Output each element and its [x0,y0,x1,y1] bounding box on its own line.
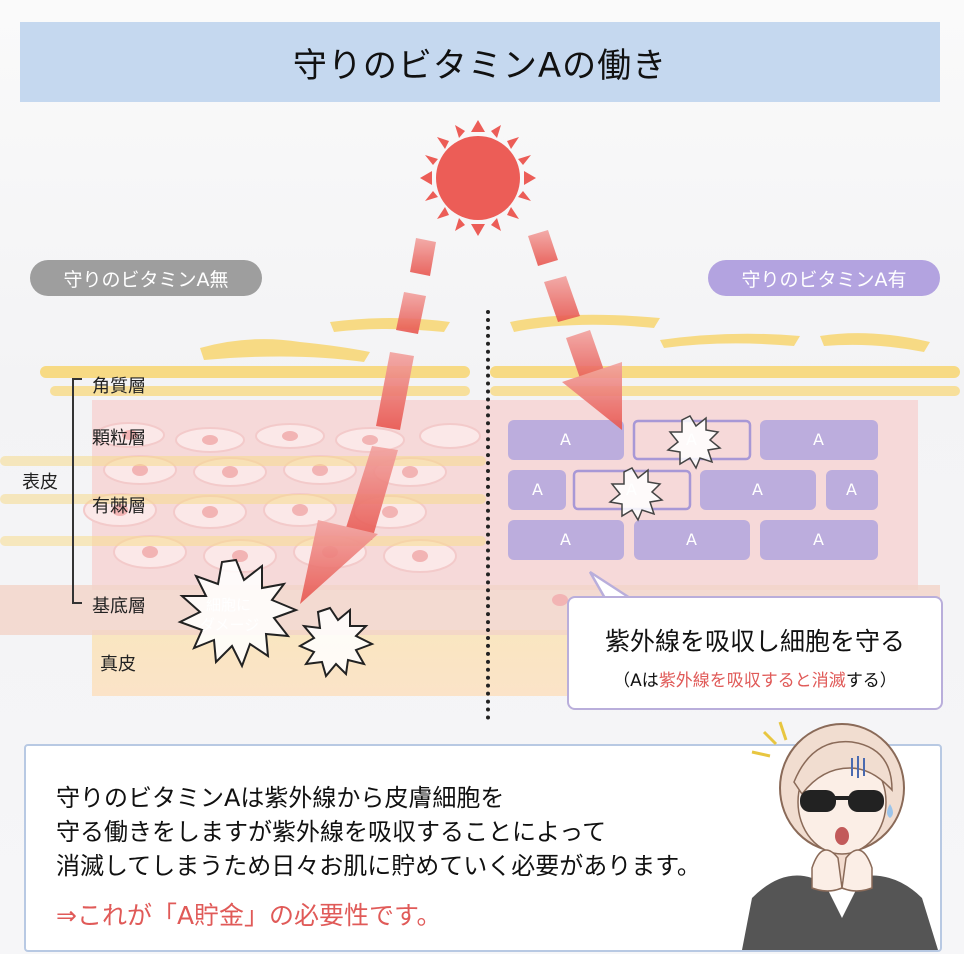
vitamin-a-letter: A [813,430,824,449]
stratum-corneum-bars [40,315,960,396]
stratum-corneum-label: 角質層 [92,372,146,398]
explanation-conclusion: ⇒これが「A貯金」の必要性です。 [56,896,442,932]
vitamin-a-letter: A [686,530,697,549]
stratum-spinosum-label: 有棘層 [92,492,146,518]
damage-text-1: 細胞に [206,594,251,615]
shock-lines-icon [752,722,786,756]
comparison-divider [486,310,490,720]
explanation-line-1: 守りのビタミンAは紫外線から皮膚細胞を [56,778,504,813]
damage-text-2: ダメージ [200,614,259,635]
callout-sub-text: （Aは紫外線を吸収すると消滅する） [569,666,941,691]
vitamin-a-letter: A [626,480,637,499]
callout-main-text: 紫外線を吸収し細胞を守る [569,622,941,658]
vitamin-a-letter: A [813,530,824,549]
sun-icon [420,120,536,236]
vitamin-a-letter: A [752,480,763,499]
without-vitamin-a-label: 守りのビタミンA無 [30,260,262,296]
with-vitamin-a-label: 守りのビタミンA有 [708,260,940,296]
callout-sub-emphasis: 紫外線を吸収すると消滅 [659,671,846,691]
surprised-person-illustration [742,718,942,950]
callout-box: 紫外線を吸収し細胞を守る （Aは紫外線を吸収すると消滅する） [567,596,943,710]
vitamin-a-letter: A [560,530,571,549]
epidermis-bracket [72,378,82,604]
callout-sub-suffix: する） [846,671,897,691]
dermis-label: 真皮 [100,650,136,676]
vitamin-a-letter: A [560,430,571,449]
explanation-line-3: 消滅してしまうため日々お肌に貯めていく必要があります。 [56,846,701,881]
vitamin-a-letter: A [686,430,697,449]
callout-sub-prefix: （Aは [613,671,659,691]
explanation-line-2: 守る働きをしますが紫外線を吸収することによって [56,812,606,847]
stratum-granulosum-label: 顆粒層 [92,424,146,450]
vitamin-a-letter: A [846,480,857,499]
stratum-basale-label: 基底層 [92,592,146,618]
epidermis-label: 表皮 [22,468,58,494]
vitamin-a-letter: A [532,480,543,499]
